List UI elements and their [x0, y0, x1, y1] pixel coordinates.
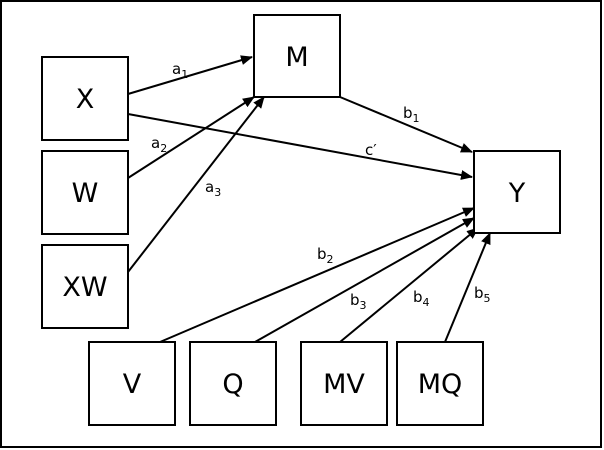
node-xw-label: XW — [62, 272, 107, 303]
node-mv-box — [300, 341, 388, 426]
path-label-a2: a2 — [151, 134, 167, 155]
node-labels: X W XW M Y V Q MV MQ — [62, 42, 525, 400]
path-labels: a1 a2 a3 b1 c′ b2 b3 b4 b5 — [151, 60, 491, 312]
node-mq-box — [396, 341, 484, 426]
path-label-b1: b1 — [403, 104, 420, 125]
path-label-cprime: c′ — [365, 141, 377, 159]
path-label-b4: b4 — [413, 288, 430, 309]
path-label-b5: b5 — [474, 284, 491, 305]
node-xw-box — [41, 244, 129, 329]
arrow-b3 — [254, 217, 475, 343]
arrows — [127, 55, 491, 343]
path-label-b3: b3 — [350, 291, 367, 312]
arrow-b2 — [159, 207, 475, 343]
node-q-box — [189, 341, 277, 426]
arrow-b1 — [339, 96, 473, 153]
node-w-label: W — [72, 178, 99, 209]
arrow-b5 — [444, 232, 491, 343]
node-x-box — [41, 56, 129, 141]
node-m-box — [253, 14, 341, 98]
node-v-box — [88, 341, 176, 426]
arrow-a1 — [127, 55, 253, 95]
node-y-box — [473, 150, 561, 234]
path-label-a1: a1 — [172, 60, 188, 81]
arrow-b4 — [339, 227, 479, 343]
node-y-label: Y — [508, 178, 526, 209]
node-mv-label: MV — [323, 369, 365, 400]
node-x-label: X — [76, 84, 95, 115]
nodes — [41, 14, 561, 426]
arrow-cprime — [127, 113, 473, 180]
arrow-a3 — [127, 96, 265, 273]
path-label-a3: a3 — [205, 178, 221, 199]
node-q-label: Q — [222, 369, 243, 400]
node-m-label: M — [285, 42, 308, 73]
path-label-b2: b2 — [317, 245, 334, 266]
node-mq-label: MQ — [418, 369, 463, 400]
arrow-a2 — [127, 96, 255, 179]
node-v-label: V — [123, 369, 142, 400]
node-w-box — [41, 150, 129, 235]
